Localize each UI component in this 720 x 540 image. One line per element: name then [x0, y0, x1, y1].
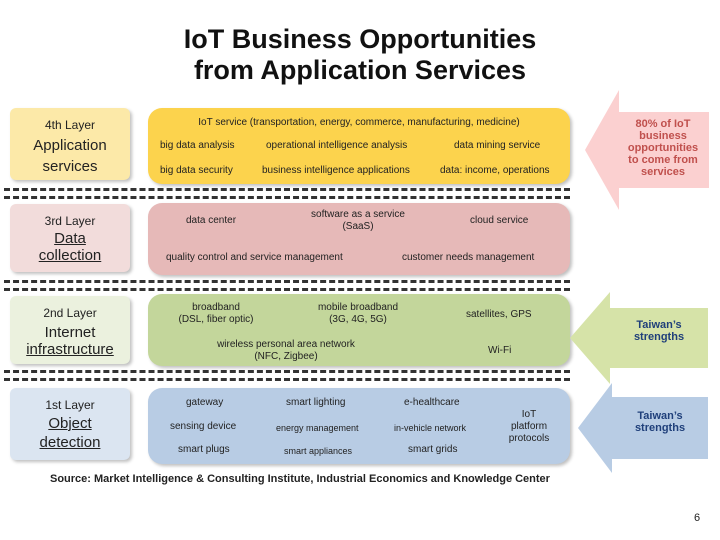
layer-3-number: 3rd Layer	[44, 214, 96, 228]
layer-divider	[4, 280, 570, 283]
smart-appliances: smart appliances	[284, 446, 353, 456]
layer-2-name-line-1: Internet	[44, 324, 96, 341]
layer-2-name-line-2: infrastructure	[26, 341, 114, 358]
layer-1-name-line-1: Object	[48, 415, 92, 432]
title-line-1: IoT Business Opportunities	[183, 24, 537, 54]
smart-grids: smart grids	[408, 444, 458, 455]
arrow-services-text: 80% of IoT business opportunities to com…	[615, 118, 711, 178]
layer-1-label: 1st Layer Object detection	[10, 388, 130, 460]
arrow-services-opportunities: 80% of IoT business opportunities to com…	[585, 90, 711, 210]
quality-control-service-management: quality control and service management	[166, 252, 343, 263]
source-note: Source: Market Intelligence & Consulting…	[50, 473, 550, 485]
arrow-left-shape	[578, 383, 708, 473]
layer-3-band: data center software as a service (SaaS)…	[148, 203, 570, 275]
layer-3-name-line-2: collection	[38, 247, 102, 264]
saas-line-1: software as a service	[311, 209, 405, 220]
arrow-taiwan-text: Taiwan’s strengths	[610, 319, 708, 343]
layer-3-label: 3rd Layer Data collection	[10, 204, 130, 272]
layer-1-number: 1st Layer	[45, 398, 95, 412]
arrow-taiwan-strengths-internet: Taiwan’s strengths	[570, 292, 710, 384]
in-vehicle-network: in-vehicle network	[394, 423, 467, 433]
page-title: IoT Business Opportunities from Applicat…	[100, 24, 620, 86]
layer-2-number: 2nd Layer	[43, 306, 97, 320]
page-number: 6	[694, 512, 701, 524]
layer-divider	[4, 288, 570, 291]
gateway: gateway	[186, 397, 224, 408]
saas-line-2: (SaaS)	[342, 221, 374, 232]
arrow-services-line: to come from	[628, 154, 698, 166]
broadband-line-1: broadband	[192, 302, 240, 313]
broadband-line-2: (DSL, fiber optic)	[178, 314, 254, 325]
big-data-security: big data security	[160, 165, 233, 176]
layer-4-name-line-1: Application	[33, 137, 107, 154]
iot-service-header: IoT service (transportation, energy, com…	[198, 117, 520, 128]
layer-2-label: 2nd Layer Internet infrastructure	[10, 296, 130, 364]
arrow-services-line: services	[640, 166, 686, 178]
layer-4-number: 4th Layer	[44, 118, 96, 132]
arrow-services-line: 80% of IoT	[635, 118, 691, 130]
smart-plugs: smart plugs	[178, 444, 230, 455]
smart-lighting: smart lighting	[286, 397, 346, 408]
arrow-taiwan-line: Taiwan’s	[636, 319, 682, 331]
sensing-device: sensing device	[170, 421, 237, 432]
wi-fi: Wi-Fi	[488, 345, 512, 356]
layer-divider	[4, 196, 570, 199]
iot-platform-line-3: protocols	[508, 433, 550, 444]
layer-3-name-line-1: Data	[54, 230, 86, 247]
layer-1-name-line-2: detection	[39, 434, 101, 451]
operational-intelligence-analysis: operational intelligence analysis	[266, 140, 408, 151]
business-intelligence-applications: business intelligence applications	[262, 165, 410, 176]
layer-4-name-line-2: services	[42, 158, 98, 175]
arrow-taiwan-text: Taiwan’s strengths	[612, 410, 708, 434]
layer-1-band: gateway smart lighting e-healthcare sens…	[148, 388, 570, 464]
title-line-2: from Application Services	[193, 55, 527, 85]
satellites-gps: satellites, GPS	[466, 309, 532, 320]
layer-divider	[4, 378, 570, 381]
customer-needs-management: customer needs management	[402, 252, 535, 263]
iot-platform-line-2: platform	[510, 421, 548, 432]
layer-divider	[4, 188, 570, 191]
arrow-left-shape	[585, 90, 709, 210]
arrow-taiwan-line: strengths	[634, 422, 686, 434]
wpan-line-1: wireless personal area network	[217, 339, 355, 350]
arrow-services-line: business	[639, 130, 687, 142]
data-income-operations: data: income, operations	[440, 165, 550, 176]
layer-2-band: broadband (DSL, fiber optic) mobile broa…	[148, 294, 570, 366]
arrow-taiwan-line: strengths	[633, 331, 685, 343]
mobile-broadband-line-2: (3G, 4G, 5G)	[329, 314, 387, 325]
energy-management: energy management	[276, 423, 359, 433]
arrow-taiwan-strengths-object: Taiwan’s strengths	[578, 383, 710, 473]
big-data-analysis: big data analysis	[160, 140, 235, 151]
e-healthcare: e-healthcare	[404, 397, 460, 408]
iot-platform-line-1: IoT	[521, 409, 537, 420]
cloud-service: cloud service	[470, 215, 529, 226]
wpan-line-2: (NFC, Zigbee)	[254, 351, 318, 362]
data-mining-service: data mining service	[454, 140, 541, 151]
arrow-services-line: opportunities	[627, 142, 699, 154]
arrow-taiwan-line: Taiwan’s	[637, 410, 683, 422]
layer-4-label: 4th Layer Application services	[10, 108, 130, 180]
mobile-broadband-line-1: mobile broadband	[317, 302, 399, 313]
layer-divider	[4, 370, 570, 373]
arrow-left-shape	[570, 292, 708, 384]
data-center: data center	[186, 215, 237, 226]
layer-4-band: IoT service (transportation, energy, com…	[148, 108, 570, 184]
